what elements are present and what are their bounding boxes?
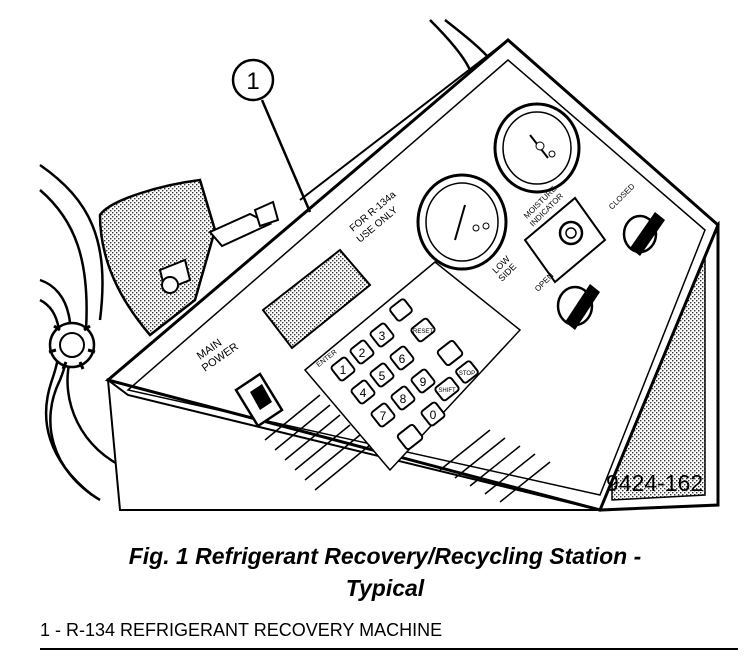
svg-text:SHIFT: SHIFT: [438, 388, 456, 394]
svg-text:7: 7: [380, 409, 387, 423]
key-7[interactable]: 7: [370, 402, 396, 428]
callout-number: 1: [246, 68, 259, 95]
key-blank-right[interactable]: [436, 339, 464, 367]
svg-text:1: 1: [340, 363, 347, 377]
key-5[interactable]: 5: [369, 362, 395, 388]
low-side-gauge: [416, 173, 508, 271]
svg-text:3: 3: [379, 329, 386, 343]
fitting-wheel: [48, 321, 96, 370]
key-6[interactable]: 6: [389, 345, 415, 371]
keypad: 1 2 3 4 5 6 7 8: [316, 298, 479, 451]
callout-1: 1: [231, 58, 312, 213]
caption-line-1: Fig. 1 Refrigerant Recovery/Recycling St…: [128, 543, 642, 569]
svg-text:2: 2: [359, 346, 366, 360]
bottom-rule: [40, 648, 738, 650]
recovery-station-illustration: MAIN POWER FOR R-134a USE ONLY LOW SIDE …: [39, 19, 720, 512]
key-stop[interactable]: STOP: [455, 360, 479, 384]
key-blank-lower[interactable]: [396, 423, 424, 451]
key-func[interactable]: [389, 298, 413, 322]
svg-text:8: 8: [400, 392, 407, 406]
keypad-panel: [303, 261, 522, 472]
svg-text:4: 4: [360, 386, 367, 400]
svg-text:STOP: STOP: [459, 371, 475, 377]
high-side-gauge: [493, 102, 581, 194]
valve-knob-lower[interactable]: [556, 284, 600, 330]
key-1[interactable]: 1: [330, 356, 356, 382]
svg-text:5: 5: [379, 369, 386, 383]
legend-item-1: 1 - R-134 REFRIGERANT RECOVERY MACHINE: [40, 620, 443, 640]
key-shift[interactable]: SHIFT: [434, 376, 460, 402]
key-3[interactable]: 3: [369, 322, 395, 348]
key-2[interactable]: 2: [349, 339, 375, 365]
valve-knob-upper[interactable]: [622, 212, 665, 256]
key-9[interactable]: 9: [410, 368, 436, 394]
svg-text:0: 0: [430, 408, 437, 422]
key-8[interactable]: 8: [390, 385, 416, 411]
caption-line-2: Typical: [345, 575, 425, 601]
vent-lines: [264, 394, 551, 503]
figure-caption: Fig. 1 Refrigerant Recovery/Recycling St…: [40, 540, 730, 604]
key-0[interactable]: 0: [420, 401, 446, 427]
figure-id: 9424-162: [606, 470, 704, 496]
key-4[interactable]: 4: [350, 379, 376, 405]
svg-text:9: 9: [420, 375, 427, 389]
svg-text:RESET: RESET: [413, 329, 433, 335]
key-reset[interactable]: RESET: [410, 317, 436, 343]
main-power-switch[interactable]: [234, 372, 284, 428]
refrigerant-tank: [98, 178, 280, 337]
svg-text:6: 6: [399, 352, 406, 366]
moisture-indicator: [523, 196, 607, 284]
hose-outline: [39, 19, 503, 502]
display-window: [261, 248, 372, 350]
